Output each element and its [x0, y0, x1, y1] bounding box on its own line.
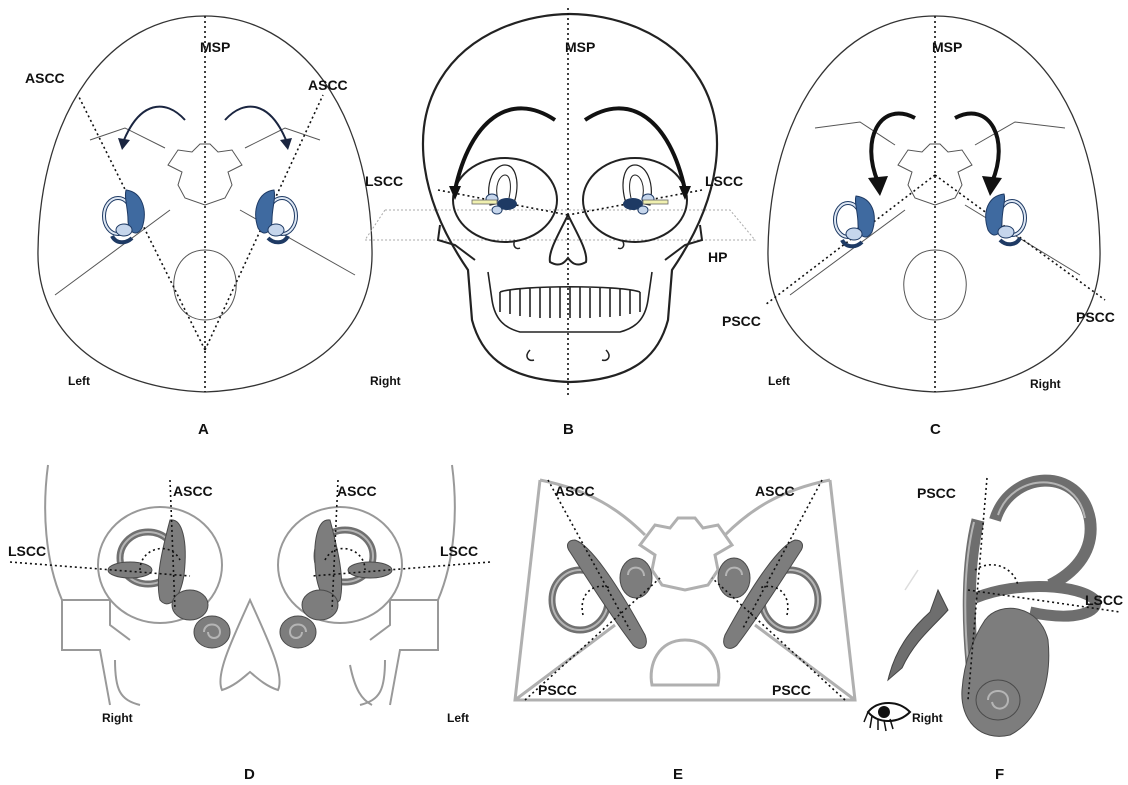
panel-label-a: A	[198, 421, 209, 438]
inner-ear-right-c	[986, 194, 1025, 244]
pscc-label-left-c: PSCC	[722, 313, 761, 329]
panel-b: MSP LSCC LSCC HP B	[365, 8, 755, 438]
panel-label-d: D	[244, 766, 255, 783]
side-label-right-d: Right	[102, 711, 133, 725]
lscc-label-1-d: LSCC	[8, 543, 46, 559]
side-label-right-a: Right	[370, 374, 401, 388]
skull-outline-d	[45, 465, 455, 705]
ascc-label-left-a: ASCC	[25, 70, 65, 86]
rotation-arrow-left-a	[124, 107, 185, 140]
sella-a	[168, 144, 242, 205]
pscc-axis-left-c	[765, 175, 935, 305]
panel-label-f: F	[995, 766, 1004, 783]
ascc-label-1-d: ASCC	[173, 483, 213, 499]
foramen-magnum-a	[174, 250, 237, 320]
pscc-label-2-e: PSCC	[772, 682, 811, 698]
pscc-axis-right-c	[935, 175, 1105, 300]
inner-ear-left-c	[835, 196, 874, 246]
ascc-label-2-d: ASCC	[337, 483, 377, 499]
rotation-arrowhead-left-a	[118, 138, 130, 150]
lscc-label-2-d: LSCC	[440, 543, 478, 559]
side-label-right-f: Right	[912, 711, 943, 725]
bone-boundary-upper-c	[815, 122, 1065, 145]
side-projection-f	[888, 590, 948, 680]
rotation-arrowhead-right-a	[280, 138, 292, 150]
pscc-label-f: PSCC	[917, 485, 956, 501]
panel-label-b: B	[563, 421, 574, 438]
panel-f: PSCC LSCC Right F	[864, 478, 1123, 783]
lateral-canal-f	[975, 586, 1096, 616]
cochlea-coil-f	[976, 680, 1020, 720]
panel-label-e: E	[673, 766, 683, 783]
rotation-arrow-right-c	[955, 114, 999, 182]
rotation-arrow-right-a	[225, 107, 286, 140]
foramen-magnum-c	[904, 250, 967, 320]
inner-ear-right-b	[623, 165, 668, 214]
inner-ear-right-a	[256, 190, 296, 242]
eye-icon	[864, 703, 910, 731]
panel-c: MSP PSCC PSCC Left Right C	[722, 16, 1115, 438]
labyrinth-right-e	[718, 540, 818, 648]
lscc-label-left-b: LSCC	[365, 173, 403, 189]
ascc-axis-1-e	[548, 480, 630, 630]
faint-line-f	[905, 570, 918, 590]
rotation-arrowhead-left-c	[868, 176, 888, 196]
upper-teeth-b	[500, 287, 640, 318]
ascc-label-right-a: ASCC	[308, 77, 348, 93]
side-label-left-a: Left	[68, 374, 90, 388]
hp-label-b: HP	[708, 249, 727, 265]
rotation-arrowhead-right-c	[982, 176, 1002, 196]
rotation-arrowhead-right-b	[679, 186, 691, 200]
side-label-left-c: Left	[768, 374, 790, 388]
skull-outline-c	[768, 16, 1100, 392]
inner-ear-left-a	[104, 190, 144, 242]
msp-label-c: MSP	[932, 39, 962, 55]
labyrinth-left-d	[108, 520, 230, 648]
rotation-arrow-left-c	[871, 114, 915, 182]
labyrinth-left-e	[552, 540, 652, 648]
pscc-label-right-c: PSCC	[1076, 309, 1115, 325]
panel-label-c: C	[930, 421, 941, 438]
skull-outline-b	[423, 14, 717, 382]
panel-a: MSP ASCC ASCC Left Right A	[25, 16, 401, 438]
labyrinth-right-d	[280, 520, 392, 648]
nose-d	[220, 600, 279, 690]
lscc-label-f: LSCC	[1085, 592, 1123, 608]
cheekbones-b	[438, 225, 702, 260]
side-label-right-c: Right	[1030, 377, 1061, 391]
ascc-label-1-e: ASCC	[555, 483, 595, 499]
panel-d: ASCC ASCC LSCC LSCC Right Left D	[8, 465, 490, 783]
ascc-label-2-e: ASCC	[755, 483, 795, 499]
lscc-label-right-b: LSCC	[705, 173, 743, 189]
jaw-d	[115, 660, 385, 705]
inner-ear-left-b	[472, 165, 517, 214]
pscc-label-1-e: PSCC	[538, 682, 577, 698]
rotation-arrowhead-left-b	[449, 186, 461, 200]
msp-label-b: MSP	[565, 39, 595, 55]
foramen-magnum-e	[651, 640, 719, 685]
msp-label-a: MSP	[200, 39, 230, 55]
horizontal-plane-b	[365, 210, 755, 240]
panel-e: ASCC ASCC PSCC PSCC E	[515, 480, 855, 783]
sella-c	[898, 144, 972, 205]
side-label-left-d: Left	[447, 711, 469, 725]
